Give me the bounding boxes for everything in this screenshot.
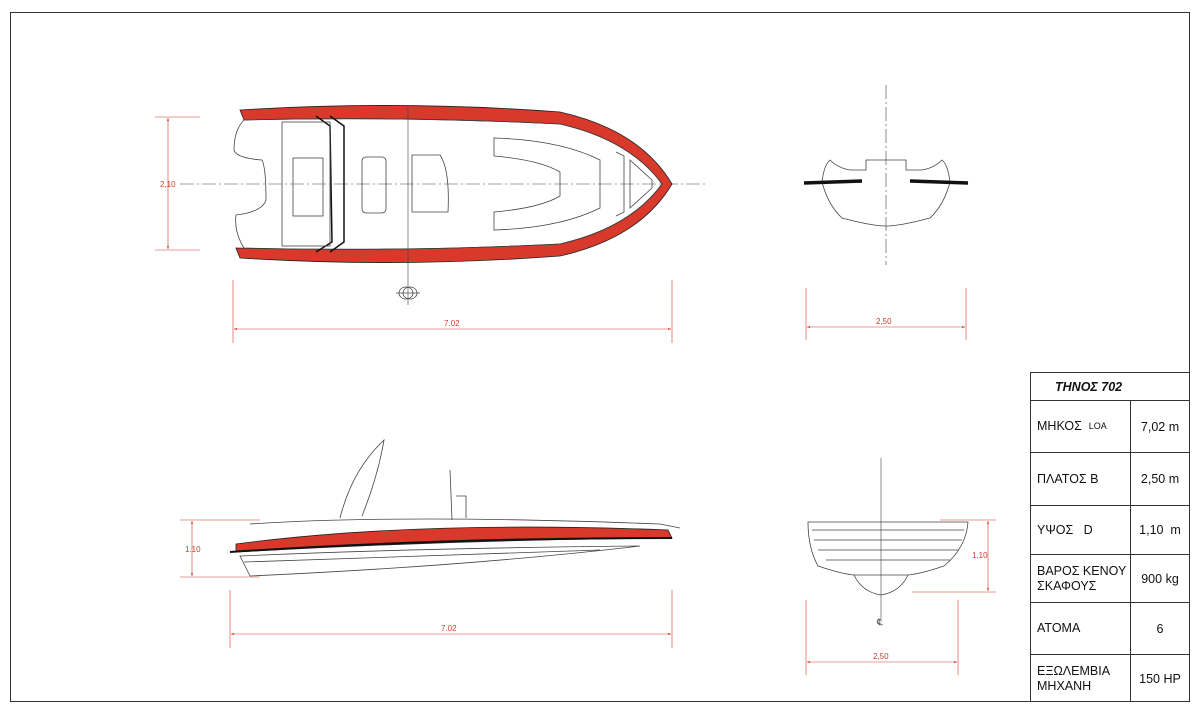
spec-label: ΜΗΚΟΣ [1037, 419, 1082, 433]
drawing-frame [10, 12, 1190, 702]
spec-value: 1,10 m [1139, 523, 1181, 537]
rear-view-dimensions [805, 519, 996, 675]
spec-row: ΜΗΚΟΣ LOA 7,02 m [1031, 400, 1189, 452]
top-view-dimensions [155, 116, 673, 343]
front-view-dimensions [805, 288, 967, 340]
front-beam-label: 2,50 [876, 317, 892, 326]
side-view [229, 438, 681, 577]
spec-row: ΠΛΑΤΟΣ Β 2,50 m [1031, 452, 1189, 505]
rear-view [807, 458, 969, 622]
top-view [180, 105, 708, 305]
spec-value: 7,02 m [1140, 419, 1180, 434]
top-beam-label: 2,10 [160, 180, 176, 189]
spec-value: 150 HP [1139, 671, 1181, 686]
spec-label: ΠΛΑΤΟΣ Β [1031, 453, 1131, 505]
spec-table: ΤΗΝΟΣ 702 ΜΗΚΟΣ LOA 7,02 m ΠΛΑΤΟΣ Β 2,50… [1030, 372, 1190, 702]
front-view [803, 85, 969, 265]
side-height-label: 1.10 [185, 545, 201, 554]
side-view-dimensions [180, 519, 673, 648]
spec-sublabel: LOA [1088, 421, 1107, 431]
spec-label: ΑΤΟΜΑ [1031, 603, 1131, 654]
spec-row: ΒΑΡΟΣ ΚΕΝΟΥ ΣΚΑΦΟΥΣ 900 kg [1031, 554, 1189, 602]
spec-row: ΕΞΩΛΕΜΒΙΑ ΜΗΧΑΝΗ 150 HP [1031, 654, 1189, 702]
rear-beam-label: 2,50 [873, 652, 889, 661]
side-length-label: 7.02 [441, 624, 457, 633]
spec-row: ΥΨΟΣ D 1,10 m [1031, 505, 1189, 554]
spec-label: ΒΑΡΟΣ ΚΕΝΟΥ ΣΚΑΦΟΥΣ [1031, 555, 1131, 602]
spec-value: 6 [1156, 621, 1164, 636]
spec-label: ΕΞΩΛΕΜΒΙΑ ΜΗΧΑΝΗ [1031, 655, 1131, 702]
spec-label: ΥΨΟΣ D [1031, 506, 1131, 554]
spec-title: ΤΗΝΟΣ 702 [1055, 379, 1123, 394]
spec-value: 900 kg [1141, 571, 1179, 586]
spec-value: 2,50 m [1140, 472, 1180, 486]
spec-row: ΑΤΟΜΑ 6 [1031, 602, 1189, 654]
centerline-mark: ℄ [876, 617, 883, 627]
rear-height-label: 1,10 [972, 551, 988, 560]
top-length-label: 7.02 [444, 319, 460, 328]
center-of-gravity-icon [396, 286, 420, 300]
